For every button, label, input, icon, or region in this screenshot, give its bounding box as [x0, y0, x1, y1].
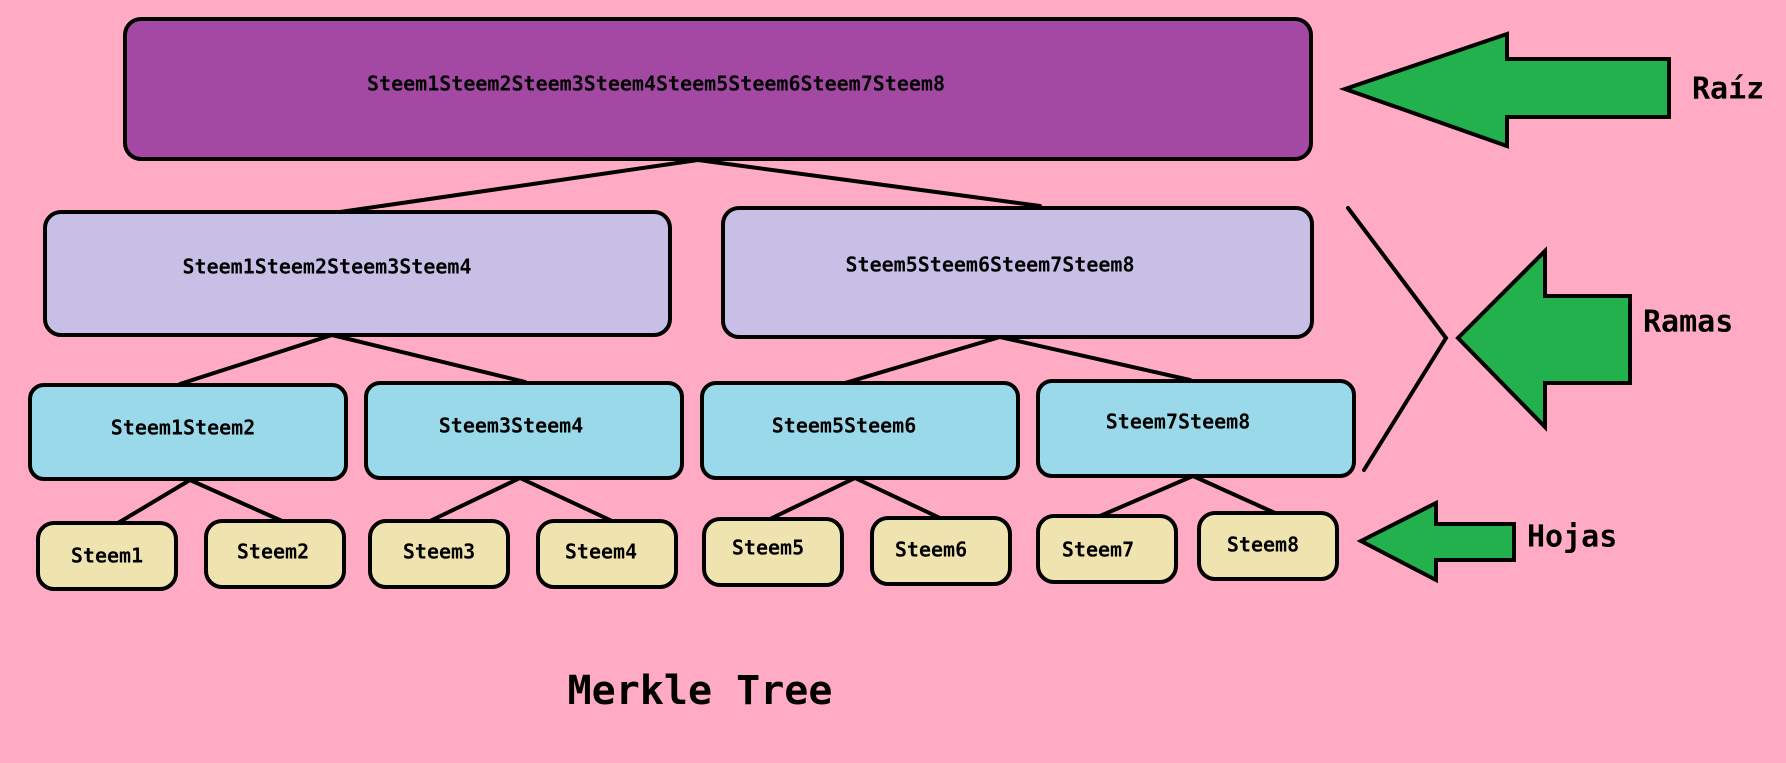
branch-node-1-label: Steem1Steem2Steem3Steem4	[183, 255, 472, 279]
leaf-node-4-label: Steem4	[565, 540, 637, 564]
edge-mid1-leaf1	[116, 478, 192, 525]
edge-mid4-leaf8	[1191, 474, 1277, 515]
mid-node-4: Steem7Steem8	[1036, 379, 1356, 478]
branch-node-1: Steem1Steem2Steem3Steem4	[43, 210, 672, 337]
leaf-node-3-label: Steem3	[403, 540, 475, 564]
edge-mid2-leaf4	[518, 476, 614, 523]
root-arrow-icon	[1338, 31, 1671, 149]
leaf-node-6: Steem6	[870, 516, 1012, 586]
mid-node-3: Steem5Steem6	[700, 381, 1020, 480]
leaf-node-5: Steem5	[702, 517, 844, 587]
leaf-node-5-label: Steem5	[732, 536, 804, 560]
edge-branch1-mid1	[178, 333, 334, 386]
leaf-node-8: Steem8	[1197, 511, 1339, 581]
edge-branch1-mid2	[330, 333, 527, 384]
mid-node-2: Steem3Steem4	[364, 381, 684, 480]
leaves-annotation-label: Hojas	[1527, 520, 1617, 555]
edge-root-branch-2	[696, 158, 1042, 208]
leaf-node-7: Steem7	[1036, 514, 1178, 584]
mid-node-2-label: Steem3Steem4	[439, 414, 584, 438]
mid-node-3-label: Steem5Steem6	[772, 414, 917, 438]
leaf-node-6-label: Steem6	[895, 538, 967, 562]
edge-branch2-mid4	[998, 335, 1192, 382]
edge-mid2-leaf3	[428, 476, 522, 523]
root-node: Steem1Steem2Steem3Steem4Steem5Steem6Stee…	[123, 17, 1313, 161]
leaf-node-1: Steem1	[36, 521, 178, 591]
mid-node-1: Steem1Steem2	[28, 383, 348, 481]
diagram-title: Merkle Tree	[568, 668, 833, 714]
branch-node-2: Steem5Steem6Steem7Steem8	[721, 206, 1314, 339]
edge-mid4-leaf7	[1098, 474, 1195, 518]
leaves-arrow-icon	[1356, 499, 1516, 584]
leaf-node-1-label: Steem1	[71, 544, 143, 568]
branches-arrow-icon	[1455, 246, 1632, 432]
edge-mid1-leaf2	[188, 478, 284, 523]
branches-annotation-label: Ramas	[1643, 305, 1733, 340]
ramas-bracket	[1346, 206, 1449, 472]
connector-lines	[116, 158, 1449, 525]
root-node-label: Steem1Steem2Steem3Steem4Steem5Steem6Stee…	[367, 72, 945, 96]
edge-root-branch-1	[338, 158, 700, 214]
edge-mid3-leaf5	[768, 476, 857, 521]
branch-node-2-label: Steem5Steem6Steem7Steem8	[846, 253, 1135, 277]
edge-branch2-mid3	[843, 335, 1002, 385]
leaf-node-2: Steem2	[204, 519, 346, 589]
root-annotation-label: Raíz	[1692, 72, 1764, 107]
leaf-node-8-label: Steem8	[1227, 533, 1299, 557]
mid-node-1-label: Steem1Steem2	[111, 416, 256, 440]
leaf-node-4: Steem4	[536, 519, 678, 589]
leaf-node-3: Steem3	[368, 519, 510, 589]
leaf-node-7-label: Steem7	[1062, 538, 1134, 562]
leaf-node-2-label: Steem2	[237, 540, 309, 564]
mid-node-4-label: Steem7Steem8	[1106, 410, 1251, 434]
edge-mid3-leaf6	[853, 476, 942, 520]
